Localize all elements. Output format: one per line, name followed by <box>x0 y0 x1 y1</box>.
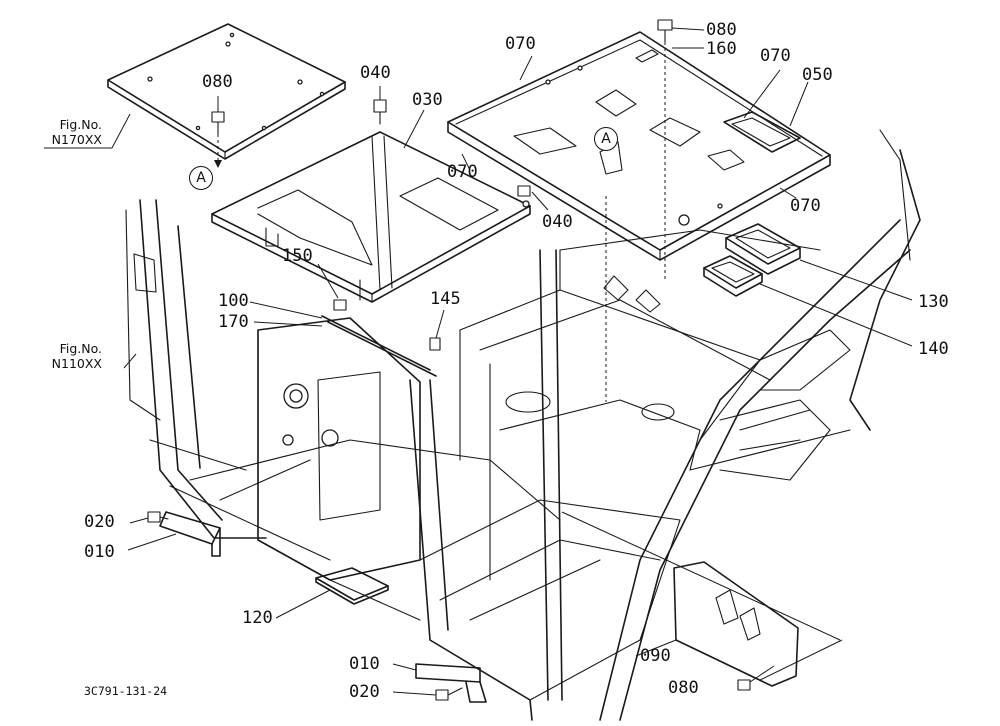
bolt-150 <box>317 263 347 311</box>
callout-050: 050 <box>802 65 833 85</box>
callout-020-left: 020 <box>84 512 115 532</box>
seat-support-panel-030 <box>211 131 531 303</box>
bolt-080-top-right <box>657 19 705 280</box>
pin-145 <box>429 309 445 351</box>
callout-145: 145 <box>430 289 461 309</box>
figure-ref-n110xx-number: N110XX <box>51 356 102 371</box>
reference-mark-a-left: A <box>189 166 213 190</box>
bolt-040-top <box>373 86 387 125</box>
clip-160 <box>635 49 659 63</box>
vent-frame-050 <box>723 111 801 153</box>
top-cover-plate <box>447 31 831 261</box>
bracket-010-left <box>159 511 221 557</box>
callout-040-side: 040 <box>542 212 573 232</box>
callout-100: 100 <box>218 291 249 311</box>
callout-090: 090 <box>640 646 671 666</box>
callout-020-bottom: 020 <box>349 682 380 702</box>
callout-080-bottom: 080 <box>668 678 699 698</box>
callout-160: 160 <box>706 39 737 59</box>
figure-ref-n170xx-label: Fig.No. <box>59 117 102 132</box>
callout-170: 170 <box>218 312 249 332</box>
cover-plate-120 <box>315 567 389 605</box>
callout-150: 150 <box>282 246 313 266</box>
side-panel-090 <box>673 561 799 687</box>
callout-120: 120 <box>242 608 273 628</box>
callout-130: 130 <box>918 292 949 312</box>
figure-ref-n170xx: Fig.No. N170XX <box>40 117 102 147</box>
callout-040-top: 040 <box>360 63 391 83</box>
callout-070-right-top: 070 <box>760 46 791 66</box>
bolt-040-side <box>517 185 549 211</box>
callout-030: 030 <box>412 90 443 110</box>
drawing-code: 3C791-131-24 <box>84 684 168 698</box>
callout-070-top: 070 <box>505 34 536 54</box>
cab-frame <box>125 129 921 721</box>
vent-duct-140 <box>703 255 763 297</box>
callout-010-left: 010 <box>84 542 115 562</box>
bolt-020-bottom <box>435 687 463 701</box>
callout-140: 140 <box>918 339 949 359</box>
bolt-020-left <box>147 511 169 523</box>
callout-010-bottom: 010 <box>349 654 380 674</box>
reference-mark-a-right: A <box>594 127 618 151</box>
figure-ref-n170xx-number: N170XX <box>51 132 102 147</box>
figure-ref-n110xx-label: Fig.No. <box>59 341 102 356</box>
bracket-010-bottom <box>415 663 487 703</box>
callout-070-mid: 070 <box>447 162 478 182</box>
vent-duct-130 <box>725 223 801 275</box>
callout-080-top-right: 080 <box>706 20 737 40</box>
figure-ref-n110xx: Fig.No. N110XX <box>40 341 102 371</box>
callout-080-top-left: 080 <box>202 72 233 92</box>
floor-plate-part <box>107 23 346 160</box>
callout-070-right: 070 <box>790 196 821 216</box>
bolt-080-bottom <box>737 665 775 691</box>
bolt-080-top-left <box>211 96 225 168</box>
